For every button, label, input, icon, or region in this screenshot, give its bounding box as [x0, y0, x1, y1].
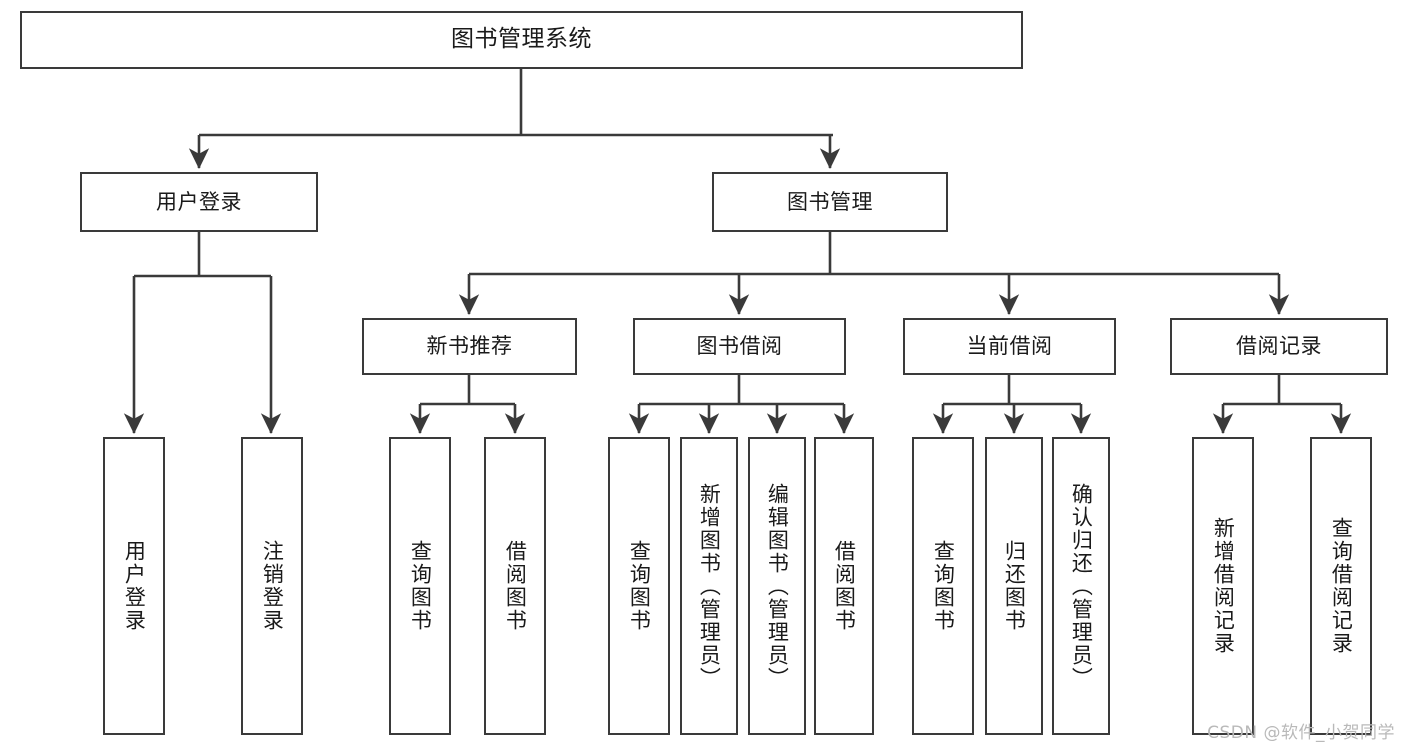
node-leaf-query-book-3[interactable]: 查询图书	[912, 437, 974, 735]
node-label: 查询图书	[931, 540, 956, 632]
node-label: 借阅图书	[503, 540, 528, 632]
node-book-manage[interactable]: 图书管理	[712, 172, 948, 232]
node-leaf-query-book-1[interactable]: 查询图书	[389, 437, 451, 735]
node-label: 图书管理系统	[451, 26, 592, 53]
node-label: 当前借阅	[966, 334, 1053, 359]
node-label: 图书借阅	[696, 334, 783, 359]
node-leaf-query-book-2[interactable]: 查询图书	[608, 437, 670, 735]
node-leaf-borrow-book-1[interactable]: 借阅图书	[484, 437, 546, 735]
node-leaf-add-book[interactable]: 新增图书（管理员）	[680, 437, 738, 735]
node-label: 编辑图书（管理员）	[765, 482, 790, 690]
node-label: 新书推荐	[426, 334, 513, 359]
node-leaf-return-book[interactable]: 归还图书	[985, 437, 1043, 735]
node-leaf-borrow-book-2[interactable]: 借阅图书	[814, 437, 874, 735]
node-user-login[interactable]: 用户登录	[80, 172, 318, 232]
node-label: 用户登录	[122, 540, 147, 632]
node-label: 查询图书	[408, 540, 433, 632]
node-label: 借阅记录	[1236, 334, 1322, 359]
node-leaf-add-record[interactable]: 新增借阅记录	[1192, 437, 1254, 735]
node-label: 新增借阅记录	[1211, 517, 1236, 655]
node-new-book-rec[interactable]: 新书推荐	[362, 318, 577, 375]
node-label: 确认归还（管理员）	[1069, 482, 1094, 690]
node-label: 查询借阅记录	[1329, 517, 1354, 655]
node-label: 借阅图书	[832, 540, 857, 632]
node-borrow-record[interactable]: 借阅记录	[1170, 318, 1388, 375]
node-leaf-user-logout[interactable]: 注销登录	[241, 437, 303, 735]
node-leaf-user-login[interactable]: 用户登录	[103, 437, 165, 735]
node-label: 新增图书（管理员）	[697, 482, 722, 690]
node-leaf-confirm-return[interactable]: 确认归还（管理员）	[1052, 437, 1110, 735]
node-label: 注销登录	[260, 540, 285, 632]
node-label: 归还图书	[1002, 540, 1027, 632]
node-label: 用户登录	[156, 189, 242, 214]
node-leaf-edit-book[interactable]: 编辑图书（管理员）	[748, 437, 806, 735]
node-book-borrow[interactable]: 图书借阅	[633, 318, 846, 375]
node-root-system[interactable]: 图书管理系统	[20, 11, 1023, 69]
node-current-borrow[interactable]: 当前借阅	[903, 318, 1116, 375]
node-leaf-query-record[interactable]: 查询借阅记录	[1310, 437, 1372, 735]
watermark-text: CSDN @软件_小贺同学	[1207, 723, 1395, 743]
node-label: 查询图书	[627, 540, 652, 632]
node-label: 图书管理	[787, 189, 873, 214]
